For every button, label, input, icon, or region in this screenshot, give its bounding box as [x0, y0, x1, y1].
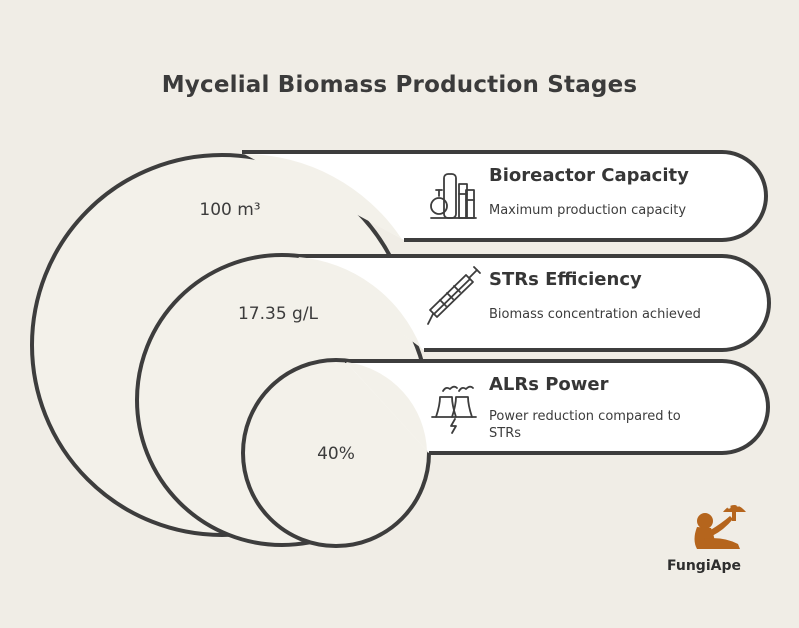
stage-3-description: Power reduction compared to STRs: [489, 409, 681, 441]
brand-name: FungiApe: [667, 558, 741, 574]
syringe-icon: [427, 266, 481, 325]
page-title: Mycelial Biomass Production Stages: [161, 72, 638, 98]
stage-3-title: ALRs Power: [489, 374, 609, 395]
bioreactor-icon: [430, 173, 477, 219]
power-plant-icon: [431, 385, 477, 434]
stage-3-value: 40%: [317, 444, 355, 464]
stage-2-card: [298, 254, 771, 352]
ape-with-mushroom-logo: [694, 503, 746, 549]
stage-1-title: Bioreactor Capacity: [489, 165, 689, 186]
stage-1-value: 100 m³: [199, 200, 261, 220]
stage-1-description: Maximum production capacity: [489, 203, 687, 218]
stage-2-title: STRs Efficiency: [489, 269, 642, 290]
stage-3-card: [345, 359, 770, 455]
stage-2-description: Biomass concentration achieved: [489, 307, 701, 322]
stage-2-value: 17.35 g/L: [237, 304, 319, 324]
